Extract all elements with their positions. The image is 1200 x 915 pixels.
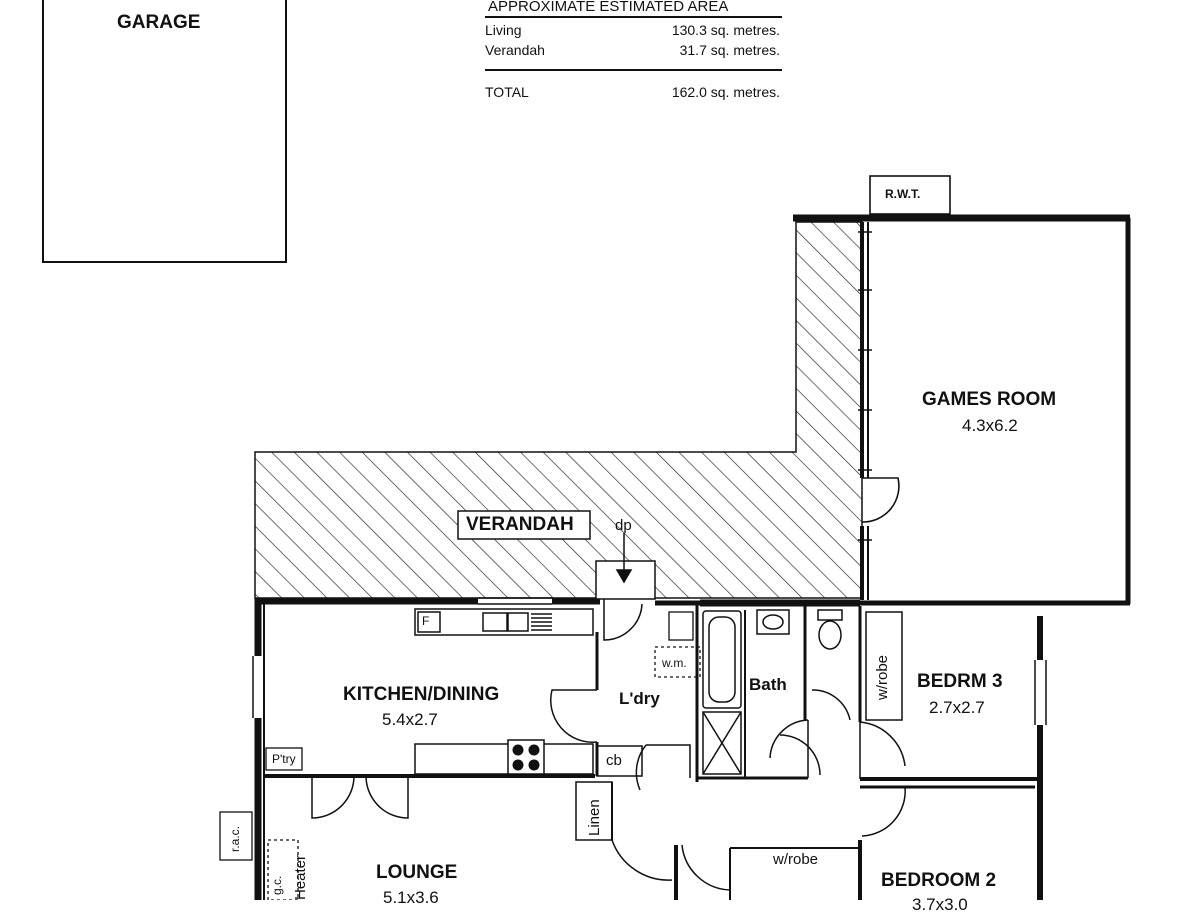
area-table-rule-top xyxy=(485,16,782,18)
games-room-label: GAMES ROOM xyxy=(922,389,1057,410)
bath-label: Bath xyxy=(749,675,787,694)
washing-machine-label: w.m. xyxy=(662,656,687,670)
fridge-label: F xyxy=(422,614,430,628)
kitchen-benches xyxy=(414,608,594,775)
area-row-verandah: Verandah 31.7 sq. metres. xyxy=(485,42,780,58)
downpipe-marker xyxy=(595,533,656,600)
kitchen-label: KITCHEN/DINING xyxy=(343,684,500,705)
games-room-size: 4.3x6.2 xyxy=(962,416,1018,435)
bedroom2-size: 3.7x3.0 xyxy=(912,895,968,914)
bedroom2-wardrobe-label: w/robe xyxy=(773,851,819,868)
pantry-box xyxy=(265,747,303,771)
heater-label: Heater xyxy=(292,854,309,900)
verandah-label-box xyxy=(457,510,591,540)
washing-machine-box xyxy=(654,646,701,678)
linen-label: Linen xyxy=(586,799,603,836)
gas-label: g.c. xyxy=(270,875,284,895)
cupboard-label: cb xyxy=(606,752,622,769)
area-table-heading: APPROXIMATE ESTIMATED AREA xyxy=(488,0,729,15)
house-walls xyxy=(252,597,1047,900)
bedroom3-wardrobe-label: w/robe xyxy=(874,654,891,700)
cooktop xyxy=(507,739,545,775)
bath-fixtures xyxy=(702,609,843,775)
linen-cupboard xyxy=(575,781,613,841)
rac-label: r.a.c. xyxy=(228,825,242,852)
bedroom3-label: BEDRM 3 xyxy=(917,671,1003,692)
area-row-total: TOTAL 162.0 sq. metres. xyxy=(485,84,780,100)
games-room-door xyxy=(861,477,900,523)
rwt-label: R.W.T. xyxy=(885,187,921,201)
bedroom2-label: BEDROOM 2 xyxy=(881,870,997,891)
lounge-size: 5.1x3.6 xyxy=(383,888,439,907)
verandah-hatch xyxy=(254,221,863,599)
rwt-box xyxy=(869,175,951,215)
laundry-label: L'dry xyxy=(619,689,660,708)
lounge-label: LOUNGE xyxy=(376,862,458,883)
bedroom3-wardrobe xyxy=(865,611,903,721)
bedroom3-size: 2.7x2.7 xyxy=(929,698,985,717)
area-table-rule-mid xyxy=(485,69,782,71)
door-swings xyxy=(311,594,906,891)
kitchen-size: 5.4x2.7 xyxy=(382,710,438,729)
garage-label: GARAGE xyxy=(117,12,201,33)
area-row-living: Living 130.3 sq. metres. xyxy=(485,22,780,38)
cupboard-box xyxy=(596,745,643,777)
garage-outline xyxy=(42,0,287,263)
verandah-label: VERANDAH xyxy=(466,514,574,535)
heater-box xyxy=(267,839,299,900)
pantry-label: P'try xyxy=(272,752,296,766)
rac-box xyxy=(219,811,253,861)
downpipe-label: dp xyxy=(615,517,632,534)
